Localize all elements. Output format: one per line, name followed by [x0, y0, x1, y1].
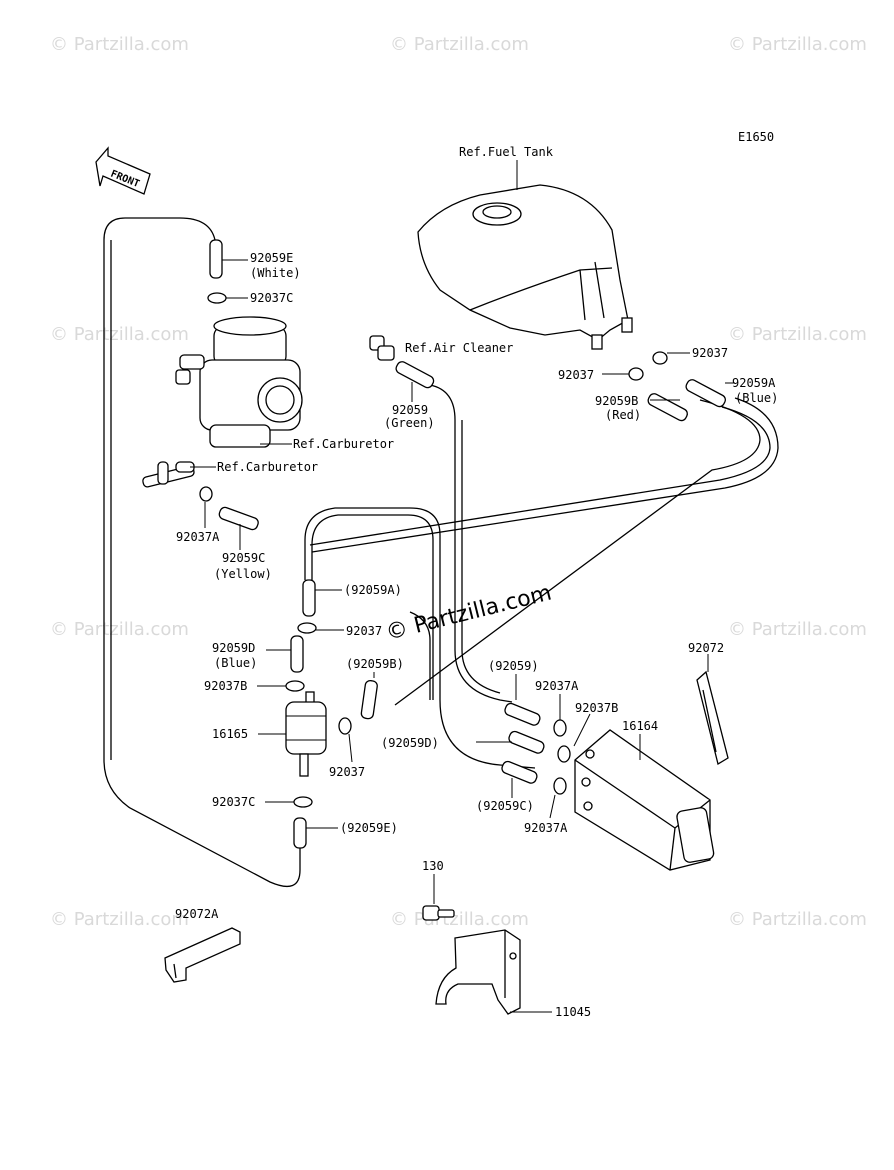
label-92072A: 92072A — [175, 907, 219, 921]
label-92037-left-tank: 92037 — [558, 368, 594, 382]
clamp-92037-tank — [652, 351, 668, 365]
hose-92059-green — [395, 361, 435, 389]
label-92037A-right-low: 92037A — [524, 821, 568, 835]
hose-92059A-blue — [685, 379, 726, 408]
label-92059E-ref: (92059E) — [340, 821, 398, 835]
label-92037C-low: 92037C — [212, 795, 255, 809]
bracket-92072A — [164, 927, 241, 983]
label-11045: 11045 — [555, 1005, 591, 1019]
hose-routing — [103, 217, 779, 888]
hose-92059C-yellow — [218, 506, 259, 531]
clamp-92037-mid — [297, 622, 317, 634]
label-92037-low: 92037 — [329, 765, 365, 779]
label-ref-air-cleaner: Ref.Air Cleaner — [405, 341, 513, 355]
fuel-filter — [285, 691, 327, 777]
clamp-92037-left-tank — [628, 367, 644, 381]
label-92059D: 92059D — [212, 641, 255, 655]
label-92059A: 92059A — [732, 376, 776, 390]
label-92059B: 92059B — [595, 394, 638, 408]
label-92072: 92072 — [688, 641, 724, 655]
label-92059C: 92059C — [222, 551, 265, 565]
label-92059: 92059 — [392, 403, 428, 417]
watermark: © Partzilla.com — [50, 619, 189, 640]
center-watermark: © Partzilla.com — [383, 580, 554, 645]
watermark: © Partzilla.com — [728, 909, 867, 930]
clamp-92037B-right — [557, 745, 571, 763]
label-92059D-ref: (92059D) — [381, 736, 439, 750]
clamp-92037B-left — [285, 680, 305, 692]
hose-92059E-ref — [293, 817, 307, 849]
t-fitting — [142, 461, 195, 488]
clamp-92037-low — [338, 717, 352, 735]
label-92059-ref: (92059) — [488, 659, 539, 673]
charcoal-canister — [574, 729, 715, 871]
label-130: 130 — [422, 859, 444, 873]
label-92059-color: (Green) — [384, 416, 435, 430]
watermark: © Partzilla.com — [50, 34, 189, 55]
watermark: © Partzilla.com — [728, 324, 867, 345]
hose-92059B-red — [647, 393, 688, 422]
label-92059A-color: (Blue) — [735, 391, 778, 405]
watermark: © Partzilla.com — [728, 619, 867, 640]
label-92037B-right: 92037B — [575, 701, 618, 715]
label-92037C-top: 92037C — [250, 291, 293, 305]
label-92037-mid: 92037 — [346, 624, 382, 638]
label-16165: 16165 — [212, 727, 248, 741]
fuel-tank — [417, 184, 633, 350]
hose-92059B-ref — [360, 679, 378, 720]
watermark: © Partzilla.com — [50, 324, 189, 345]
carburetor — [175, 316, 303, 448]
label-92037A-left: 92037A — [176, 530, 220, 544]
hose-92059-ref — [504, 702, 541, 726]
watermark: © Partzilla.com — [390, 34, 529, 55]
watermark: © Partzilla.com — [50, 909, 189, 930]
bracket-11045 — [435, 929, 521, 1015]
diagram-code: E1650 — [738, 130, 774, 144]
label-92037B-left: 92037B — [204, 679, 247, 693]
hose-92059D-blue — [290, 635, 304, 673]
label-92059B-ref: (92059B) — [346, 657, 404, 671]
clamp-92037A-right — [553, 719, 567, 737]
hose-92059A-ref — [302, 579, 316, 617]
hose-92059C-ref — [501, 760, 538, 784]
hose-92059D-ref — [508, 730, 545, 754]
clamp-92037C-low — [293, 796, 313, 808]
watermarks: © Partzilla.com © Partzilla.com © Partzi… — [50, 34, 867, 930]
label-92059B-color: (Red) — [605, 408, 641, 422]
front-arrow-icon: FRONT — [95, 146, 151, 195]
clamp-92037A-left — [199, 486, 213, 502]
label-92037-tank: 92037 — [692, 346, 728, 360]
bracket-92072 — [696, 670, 729, 766]
watermark: © Partzilla.com — [390, 909, 529, 930]
label-92037A-right: 92037A — [535, 679, 579, 693]
label-ref-carburetor-2: Ref.Carburetor — [217, 460, 318, 474]
clamp-92037C-top — [207, 292, 227, 304]
label-92059C-color: (Yellow) — [214, 567, 272, 581]
label-92059C-ref: (92059C) — [476, 799, 534, 813]
hose-92059E-white — [209, 239, 223, 279]
air-cleaner-fitting — [369, 335, 395, 361]
label-ref-carburetor-1: Ref.Carburetor — [293, 437, 394, 451]
bolt-130 — [422, 905, 455, 921]
label-92059D-color: (Blue) — [214, 656, 257, 670]
label-92059E: 92059E — [250, 251, 293, 265]
label-16164: 16164 — [622, 719, 658, 733]
clamp-92037A-right-low — [553, 777, 567, 795]
label-ref-fuel-tank: Ref.Fuel Tank — [459, 145, 554, 159]
label-92059E-color: (White) — [250, 266, 301, 280]
watermark: © Partzilla.com — [728, 34, 867, 55]
label-92059A-ref: (92059A) — [344, 583, 402, 597]
